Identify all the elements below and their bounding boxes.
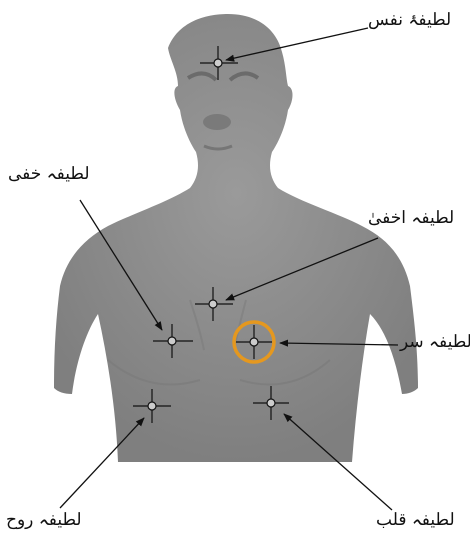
label-akhfa: لطیفہ اخفیٰ: [368, 210, 454, 227]
label-nafs: لطیفۂ نفس: [368, 12, 451, 29]
pointer-ruh: [60, 418, 144, 508]
label-khafi: لطیفہ خفی: [8, 166, 90, 183]
human-torso-silhouette: [54, 14, 418, 462]
nose-shadow: [203, 114, 231, 130]
label-qalb: لطیفہ قلب: [376, 512, 455, 529]
label-sirr: لطیفہ سر: [400, 334, 470, 351]
label-ruh: لطیفہ روح: [6, 512, 82, 529]
